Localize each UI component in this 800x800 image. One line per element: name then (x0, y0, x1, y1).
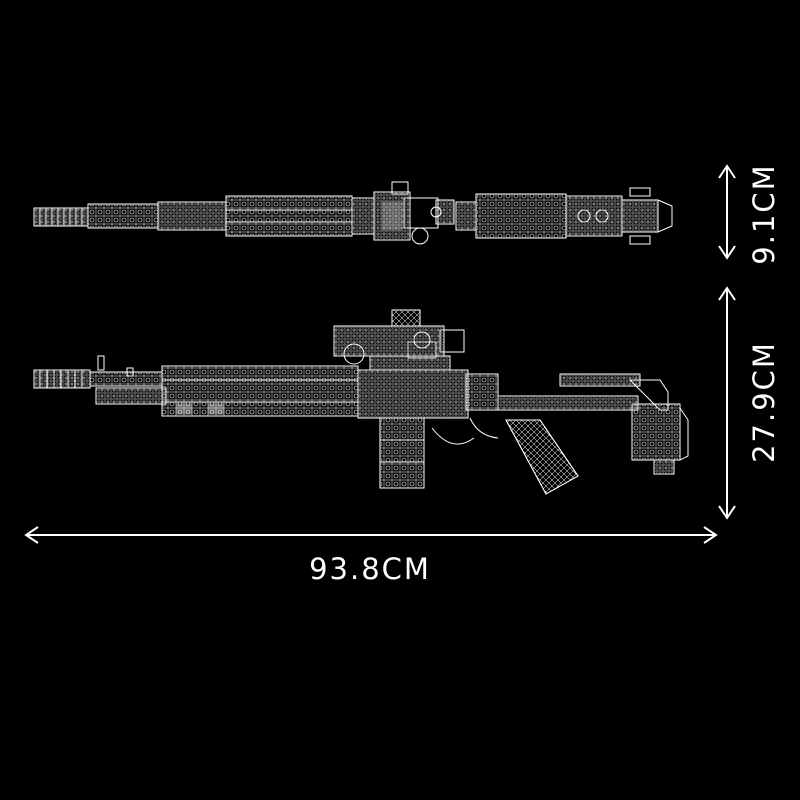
side-height-dimension-arrow (718, 286, 736, 520)
top-width-label: 9.1CM (747, 163, 781, 264)
length-dimension-arrow (24, 526, 718, 544)
top-width-dimension-arrow (718, 164, 736, 260)
length-label: 93.8CM (309, 552, 431, 586)
top-view-rifle (33, 181, 673, 245)
side-view-rifle (33, 309, 689, 495)
side-height-label: 27.9CM (747, 341, 781, 463)
